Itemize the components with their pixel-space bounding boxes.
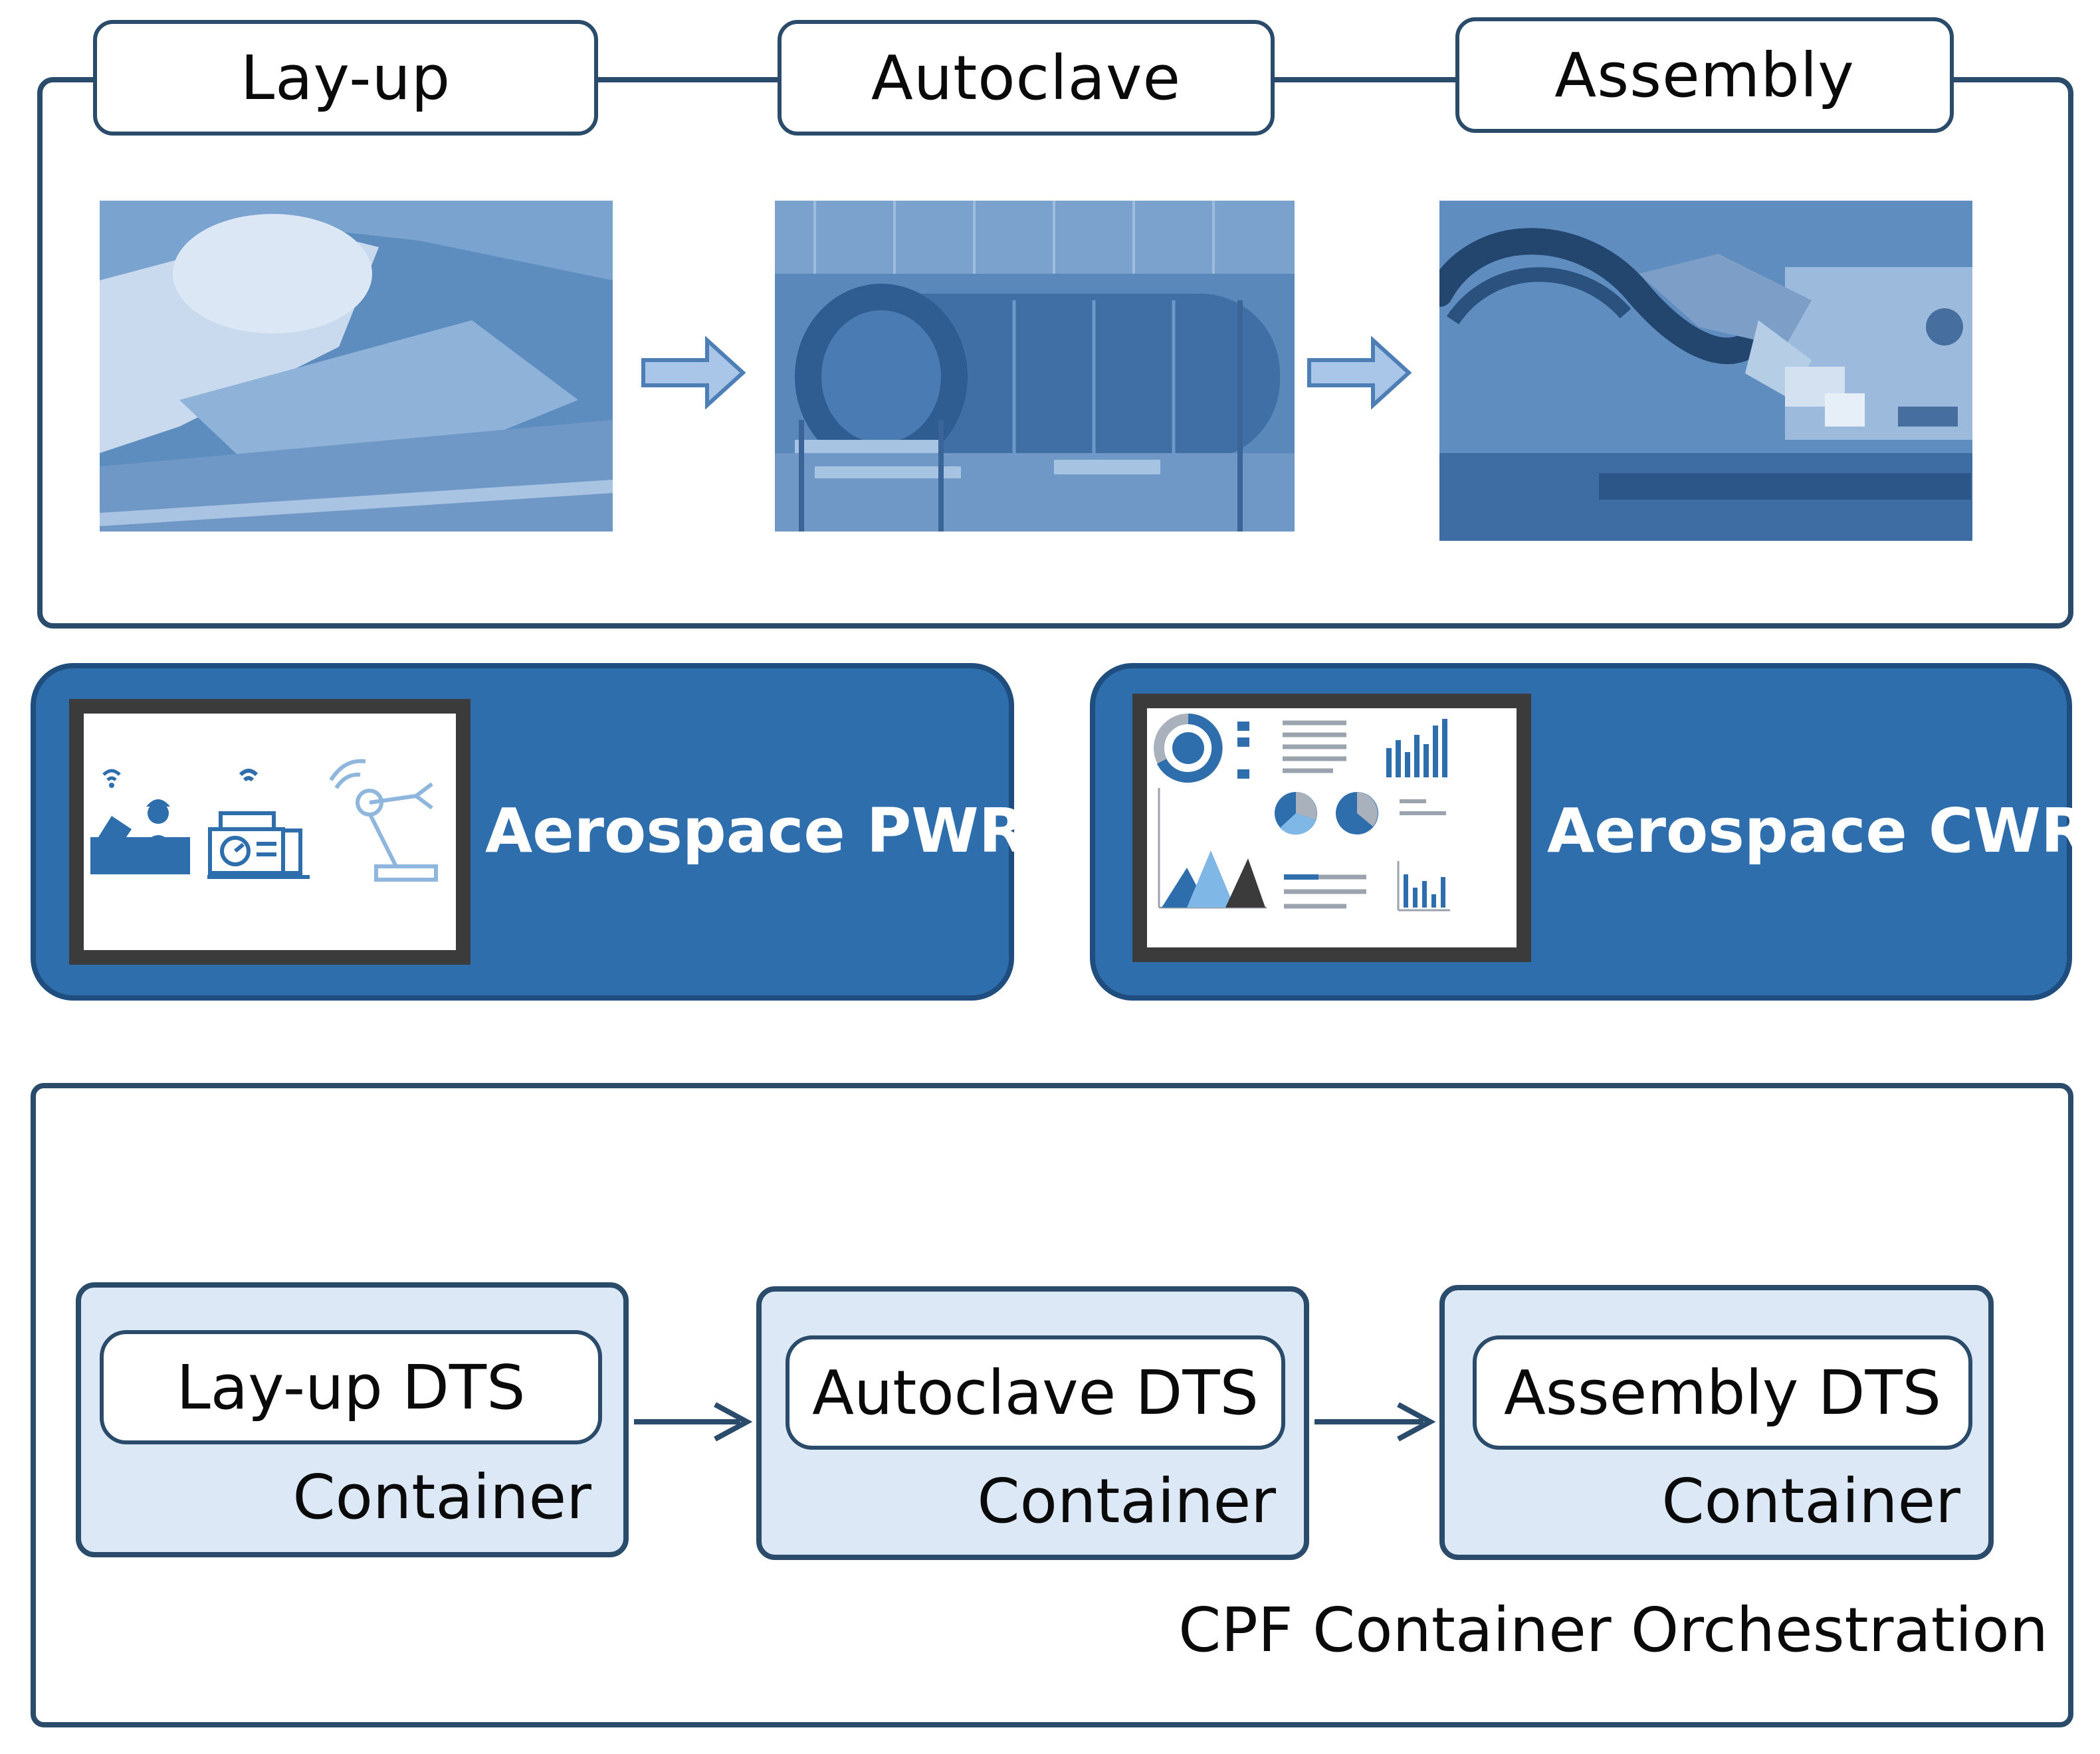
assembly-photo	[1439, 201, 1972, 541]
worker-icon	[90, 769, 190, 874]
donut-chart-icon	[1154, 714, 1223, 783]
machine-gauge-icon	[207, 769, 310, 879]
stage-label-layup-text: Lay-up	[240, 42, 451, 114]
assembly-container-caption: Container	[1661, 1466, 1960, 1537]
stage-label-layup: Lay-up	[93, 20, 598, 136]
robot-arm-icon	[329, 759, 438, 882]
stage-label-assembly-text: Assembly	[1554, 39, 1855, 111]
process-arrow-2	[1307, 336, 1413, 409]
stage-label-assembly: Assembly	[1455, 17, 1954, 133]
layup-photo	[100, 201, 613, 532]
container-arrow-2	[1309, 1395, 1439, 1448]
bar-chart-icon	[1386, 719, 1447, 777]
autoclave-dts-box: Autoclave DTS	[786, 1335, 1285, 1450]
orchestration-panel	[31, 1083, 2073, 1727]
autoclave-photo	[775, 201, 1295, 532]
layup-container-caption: Container	[292, 1462, 591, 1533]
assembly-dts-label: Assembly DTS	[1503, 1357, 1942, 1428]
container-arrow-1	[629, 1395, 756, 1448]
autoclave-dts-label: Autoclave DTS	[812, 1357, 1259, 1428]
layup-dts-box: Lay-up DTS	[100, 1330, 602, 1444]
stage-label-autoclave-text: Autoclave	[871, 42, 1182, 114]
stage-label-autoclave: Autoclave	[778, 20, 1275, 136]
orchestration-label: CPF Container Orchestration	[1178, 1595, 2048, 1666]
autoclave-container-caption: Container	[977, 1466, 1276, 1537]
pwr-title: Aerospace PWR	[485, 795, 1026, 866]
assembly-dts-box: Assembly DTS	[1473, 1335, 1972, 1450]
mountain-chart-icon	[1158, 788, 1267, 909]
layup-dts-label: Lay-up DTS	[176, 1351, 526, 1423]
pwr-screen	[69, 699, 471, 965]
pie-chart-icon	[1275, 792, 1378, 835]
cwr-title: Aerospace CWR	[1547, 795, 2088, 866]
text-lines-icon	[1283, 720, 1346, 773]
cwr-screen	[1132, 694, 1531, 962]
process-arrow-1	[641, 336, 747, 409]
